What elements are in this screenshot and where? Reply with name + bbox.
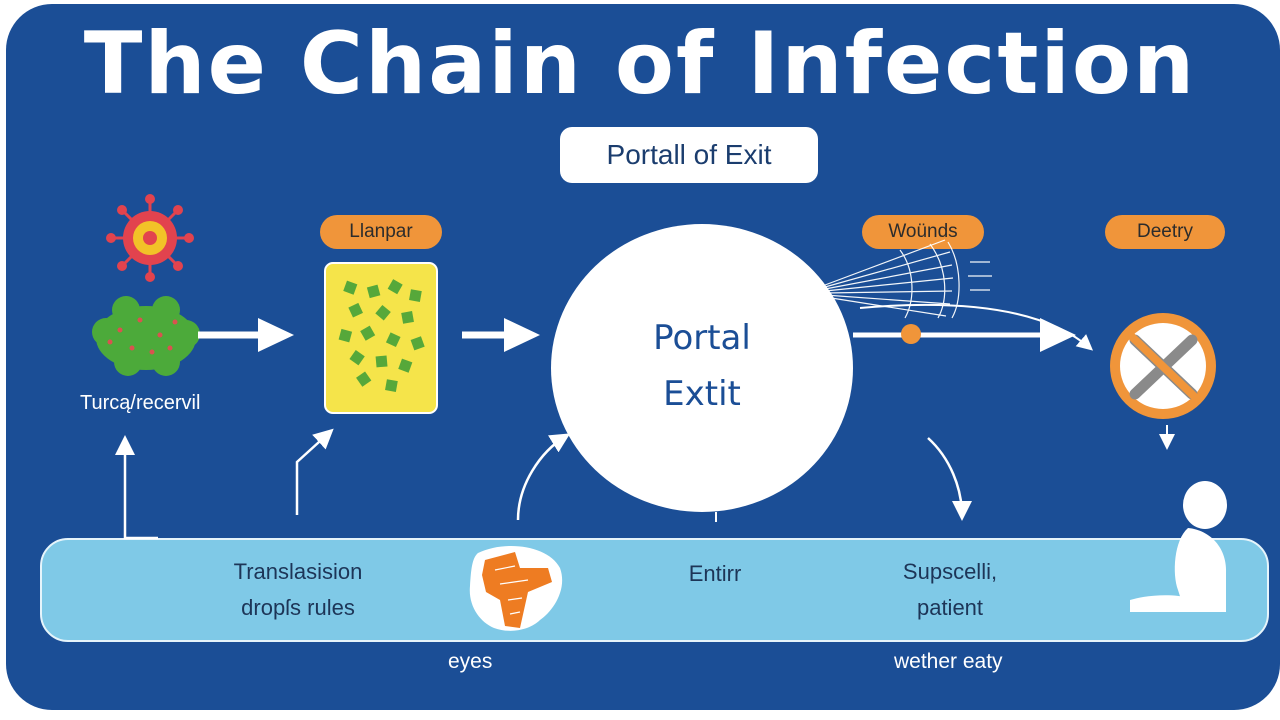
portal-circle-line2: Extit bbox=[663, 374, 741, 414]
band-left-line1: Translasision bbox=[233, 559, 363, 584]
tag-wounds: Woünds bbox=[862, 215, 984, 249]
germ-box-icon bbox=[324, 262, 438, 414]
transmission-band bbox=[40, 538, 1269, 642]
label-weather: wether eaty bbox=[894, 650, 1003, 673]
band-middle: Entirr bbox=[688, 561, 742, 586]
diagram-title: The Chain of Infection bbox=[83, 14, 1197, 114]
label-eyes: eyes bbox=[448, 650, 493, 673]
patient-icon bbox=[1130, 481, 1227, 612]
no-entry-icon bbox=[1110, 313, 1216, 419]
band-text-middle: Entirr bbox=[640, 556, 790, 592]
band-right-line1: Supscelli, bbox=[902, 559, 998, 584]
reservoir-label: Turcą/recervil bbox=[80, 392, 201, 414]
bacteria-cluster-icon bbox=[92, 296, 200, 376]
band-text-right: Supscelli, patient bbox=[860, 554, 1040, 626]
tag-left: Llanpar bbox=[320, 215, 442, 249]
band-text-left: Translasision dropſs rules bbox=[188, 554, 408, 626]
tag-right: Deetry bbox=[1105, 215, 1225, 249]
stage-label: Portall of Exit bbox=[560, 127, 818, 183]
band-right-line2: patient bbox=[916, 595, 984, 620]
portal-circle: Portal Extit bbox=[551, 224, 853, 512]
portal-circle-line1: Portal bbox=[653, 318, 751, 358]
droplet-spray-icon bbox=[824, 239, 992, 319]
virus-icon bbox=[106, 194, 194, 282]
band-left-line2: dropſs rules bbox=[241, 595, 355, 620]
head-icon bbox=[469, 545, 563, 631]
